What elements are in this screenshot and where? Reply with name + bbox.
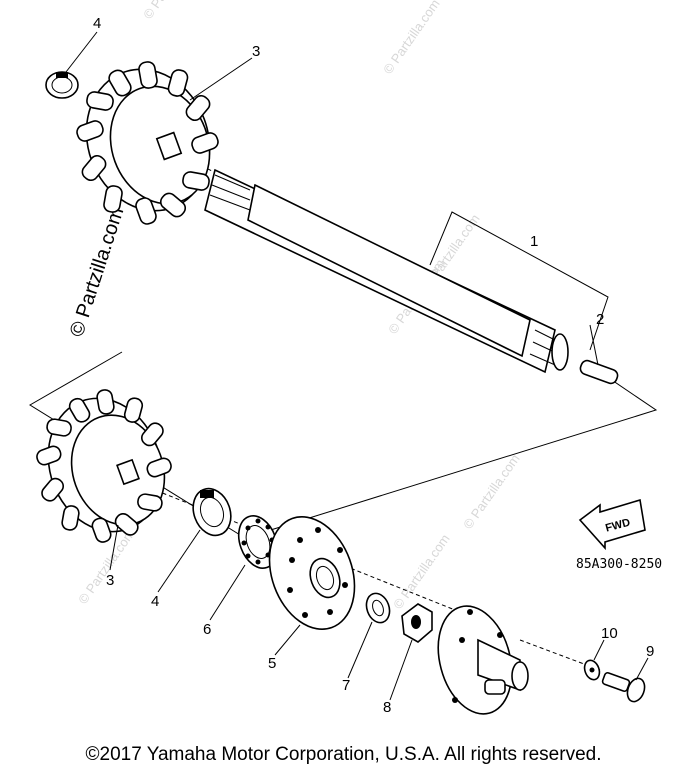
callout-3-top: 3 xyxy=(252,43,260,60)
callout-4-bottom: 4 xyxy=(151,593,159,610)
hub xyxy=(437,605,529,715)
fwd-arrow-icon: FWD xyxy=(578,498,646,551)
callout-7: 7 xyxy=(342,677,350,694)
callout-2: 2 xyxy=(596,311,604,328)
drive-shaft xyxy=(204,168,569,374)
sprocket-top xyxy=(76,61,219,225)
callout-1: 1 xyxy=(530,233,538,250)
callout-10: 10 xyxy=(601,625,618,642)
flange-plate xyxy=(268,516,356,630)
clamp-bottom xyxy=(192,487,232,537)
callout-6: 6 xyxy=(203,621,211,638)
callout-8: 8 xyxy=(383,699,391,716)
bolt xyxy=(601,671,646,703)
watermark-1: © Partzilla.com xyxy=(140,0,203,22)
bearing xyxy=(237,515,279,569)
callout-3-bottom: 3 xyxy=(106,572,114,589)
watermark-7: © Partzilla.com xyxy=(390,531,453,611)
lock-washer xyxy=(583,659,601,681)
callout-4-top: 4 xyxy=(93,15,101,32)
watermark-5: © Partzilla.com xyxy=(460,451,523,531)
watermark-main: © Partzilla.com xyxy=(66,205,129,340)
leader-lines xyxy=(65,31,649,701)
sprocket-bottom xyxy=(36,389,172,543)
pin xyxy=(579,359,619,385)
callout-9: 9 xyxy=(646,643,654,660)
watermark-2: © Partzilla.com xyxy=(380,0,443,77)
callout-5: 5 xyxy=(268,655,276,672)
nut xyxy=(401,603,433,643)
clamp-top xyxy=(45,71,79,99)
copyright-notice: ©2017 Yamaha Motor Corporation, U.S.A. A… xyxy=(85,744,602,765)
bracket-1 xyxy=(429,211,609,351)
washer xyxy=(365,592,391,624)
callouts: 4 3 1 2 3 4 6 5 7 8 10 9 xyxy=(93,15,654,716)
drawing-code: 85A300-8250 xyxy=(576,557,662,572)
